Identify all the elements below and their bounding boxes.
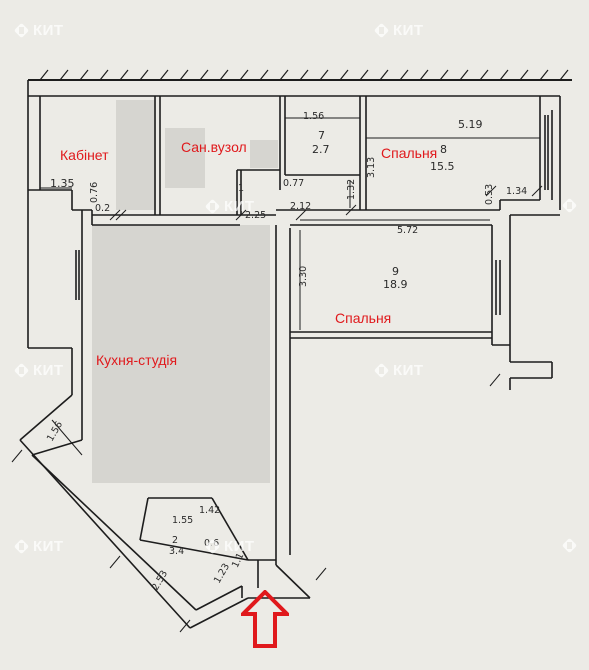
watermark-text: КИТ (224, 538, 255, 555)
dim-label: 1.34 (506, 186, 528, 197)
dim-label: 8 (440, 143, 447, 156)
kit-logo-icon (14, 363, 29, 378)
kit-logo-icon (14, 539, 29, 554)
room-label-kabinet: Кабінет (60, 147, 109, 163)
dim-label: 2.7 (312, 143, 330, 156)
watermark-text: КИТ (393, 362, 424, 379)
watermark-text: КИТ (224, 198, 255, 215)
dim-label: 0.2 (95, 203, 111, 214)
wall-hatching (39, 69, 569, 81)
dim-label: 1.35 (50, 177, 75, 190)
room-label-kukhnia-studiia: Кухня-студія (96, 352, 178, 368)
room-label-spalnia-right: Спальня (335, 310, 392, 326)
dim-label: 7 (318, 129, 325, 142)
dim-label: 5.72 (397, 225, 419, 236)
watermark-logo (562, 198, 577, 213)
dim-label: 0.77 (283, 178, 305, 189)
watermark-logo: КИТ (374, 22, 424, 39)
watermark-logo: КИТ (205, 538, 255, 555)
dim-label: 3.30 (298, 265, 309, 287)
kit-logo-icon (562, 538, 577, 553)
dim-label: 2 (172, 535, 179, 546)
kit-logo-icon (562, 198, 577, 213)
watermark-logo: КИТ (374, 362, 424, 379)
dim-label: 0.76 (89, 181, 100, 203)
dim-label: 15.5 (430, 160, 455, 173)
watermark-logo: КИТ (14, 22, 64, 39)
dim-label: 2.25 (245, 210, 267, 221)
dim-label: 1.55 (172, 515, 194, 526)
dim-label: 1.56 (303, 111, 325, 122)
watermark-text: КИТ (393, 22, 424, 39)
dim-label: 9 (392, 265, 399, 278)
kit-logo-icon (374, 23, 389, 38)
dim-label: 3.13 (366, 156, 377, 178)
watermark-logo: КИТ (14, 362, 64, 379)
kit-logo-icon (205, 539, 220, 554)
room-label-sanvuzol: Сан.вузол (181, 139, 247, 155)
room-label-spalnia-top: Спальня (381, 145, 438, 161)
walls (19, 79, 572, 629)
blurred-areas (92, 100, 278, 483)
watermark-logo: КИТ (14, 538, 64, 555)
entrance-arrow-icon (241, 590, 289, 648)
watermark-logo (562, 538, 577, 553)
dim-label: 1.42 (199, 505, 221, 516)
dim-label: 18.9 (383, 278, 408, 291)
dimension-lines (11, 117, 543, 633)
dim-label: 1.32 (346, 178, 357, 200)
dim-label: 1 (238, 183, 245, 194)
dim-label: 3.4 (169, 546, 185, 557)
kit-logo-icon (374, 363, 389, 378)
dim-label: 2.12 (290, 201, 312, 212)
dim-label: 0.53 (484, 183, 495, 205)
watermark-text: КИТ (33, 22, 64, 39)
watermark-logo: КИТ (205, 198, 255, 215)
watermark-text: КИТ (33, 362, 64, 379)
watermark-text: КИТ (33, 538, 64, 555)
kit-logo-icon (205, 199, 220, 214)
dim-label: 5.19 (458, 118, 483, 131)
kit-logo-icon (14, 23, 29, 38)
